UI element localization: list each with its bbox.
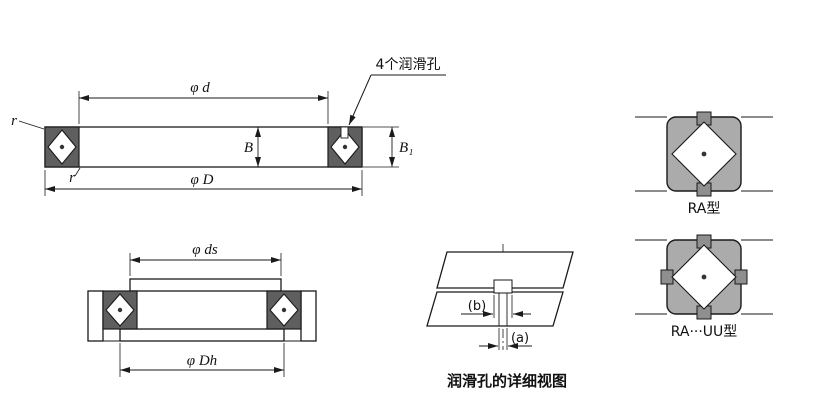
dim-label-b: B — [244, 140, 253, 156]
lube-holes-label: 4个润滑孔 — [376, 56, 441, 73]
mounting-view: φ ds φ Dh — [87, 242, 317, 377]
counterbore — [493, 279, 513, 294]
seal-notch-right — [734, 269, 748, 285]
ra-uu-type-symbol: RA···UU型 — [635, 234, 773, 340]
dim-b: (b) — [461, 295, 531, 318]
ra-type-symbol: RA型 — [635, 111, 773, 217]
right-ring-section — [327, 126, 363, 168]
svg-text:r: r — [11, 113, 17, 129]
dim-label-b1: B₁ — [399, 140, 413, 156]
dim-shaft-shoulder: φ ds — [129, 242, 282, 276]
dim-label-b-detail: (b) — [468, 299, 486, 314]
dim-label-outer-diameter: φ D — [191, 172, 214, 188]
left-ring-section — [44, 126, 80, 168]
lube-holes-callout: 4个润滑孔 — [348, 56, 446, 126]
dim-label-ds: φ ds — [192, 242, 218, 258]
ra-type-label: RA型 — [688, 201, 721, 217]
dim-width-b1: B₁ — [363, 126, 413, 168]
bearing-outline — [44, 126, 363, 168]
dim-outer-diameter: φ D — [44, 170, 363, 196]
dim-inner-diameter: φ d — [78, 80, 329, 124]
dim-label-inner-diameter: φ d — [190, 80, 210, 96]
housing-shoulder — [119, 328, 285, 342]
svg-text:r: r — [69, 170, 75, 186]
right-ring-section — [266, 290, 302, 330]
housing-wall-right — [300, 290, 317, 342]
ra-uu-type-label: RA···UU型 — [671, 324, 738, 340]
dim-housing-shoulder: φ Dh — [119, 343, 285, 377]
lube-hole — [340, 126, 349, 139]
radius-label-top: r — [11, 113, 45, 130]
front-view: 4个润滑孔 φ d φ D B B₁ — [11, 56, 446, 196]
lube-hole-detail-view: (b) (a) 润滑孔的详细视图 — [426, 244, 574, 390]
housing-wall-left — [87, 290, 104, 342]
dim-label-a-detail: (a) — [511, 331, 529, 346]
shaft-flange — [129, 278, 282, 292]
type-panel: RA型 RA···UU型 — [635, 111, 773, 340]
seal-notch-left — [660, 269, 674, 285]
upper-ring-strip — [436, 251, 574, 289]
dim-width-b: B — [244, 127, 261, 167]
lower-ring-strip — [426, 291, 564, 327]
detail-view-caption: 润滑孔的详细视图 — [447, 372, 567, 390]
dim-label-dh: φ Dh — [187, 353, 217, 369]
left-ring-section — [102, 290, 138, 330]
dim-a: (a) — [479, 328, 532, 350]
radius-label-bottom: r — [69, 167, 81, 186]
